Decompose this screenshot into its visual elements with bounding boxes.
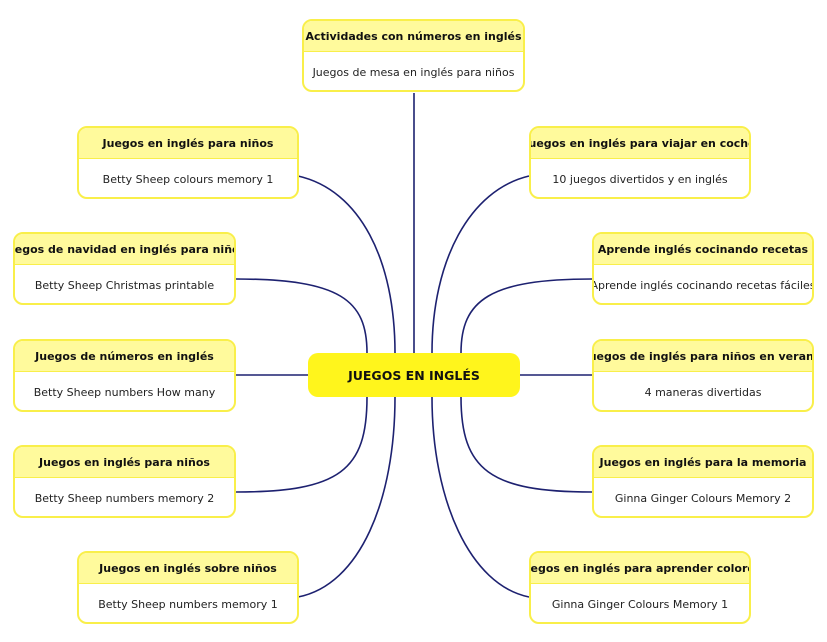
topic-item[interactable]: Betty Sheep numbers memory 2 — [34, 491, 215, 505]
central-topic[interactable]: JUEGOS EN INGLÉS — [308, 353, 520, 397]
topic-title: Juegos en inglés para niños — [15, 447, 234, 478]
topic-item[interactable]: Betty Sheep numbers How many — [33, 385, 216, 399]
topic-item[interactable]: Betty Sheep numbers memory 1 — [98, 597, 278, 611]
topic-item[interactable]: Aprende inglés cocinando recetas fáciles — [592, 278, 814, 292]
topic-node[interactable]: Juegos de inglés para niños en verano 4 m… — [592, 339, 814, 412]
topic-item[interactable]: Ginna Ginger Colours Memory 1 — [551, 597, 729, 611]
topic-node[interactable]: Juegos en inglés para viajar en coche 10 … — [529, 126, 751, 199]
topic-title: Juegos de navidad en inglés para niños — [15, 234, 234, 265]
topic-item[interactable]: Ginna Ginger Colours Memory 2 — [614, 491, 792, 505]
connector-line — [460, 396, 593, 493]
connector-line — [297, 175, 396, 354]
connector-line — [297, 396, 396, 598]
topic-item[interactable]: 10 juegos divertidos y en inglés — [552, 172, 728, 186]
topic-title: Juegos de números en inglés — [15, 341, 234, 372]
topic-title: Juegos en inglés para aprender colores — [531, 553, 749, 584]
topic-item[interactable]: 4 maneras divertidas — [644, 385, 762, 399]
connector-line — [235, 396, 368, 493]
connector-line — [431, 396, 530, 598]
topic-item[interactable]: Betty Sheep colours memory 1 — [102, 172, 274, 186]
topic-title: Juegos en inglés sobre niños — [79, 553, 297, 584]
connector-line — [431, 175, 530, 354]
topic-title: Juegos en inglés para niños — [79, 128, 297, 159]
topic-item[interactable]: Betty Sheep Christmas printable — [34, 278, 215, 292]
topic-title: Juegos en inglés para la memoria — [594, 447, 812, 478]
connector-line — [235, 278, 368, 354]
topic-title: Actividades con números en inglés — [304, 21, 523, 52]
central-topic-label: JUEGOS EN INGLÉS — [348, 367, 480, 383]
topic-item[interactable]: Juegos de mesa en inglés para niños — [312, 65, 515, 79]
topic-title: Aprende inglés cocinando recetas — [594, 234, 812, 265]
connector-line — [460, 278, 593, 354]
topic-title: Juegos de inglés para niños en verano — [594, 341, 812, 372]
topic-title: Juegos en inglés para viajar en coche — [531, 128, 749, 159]
